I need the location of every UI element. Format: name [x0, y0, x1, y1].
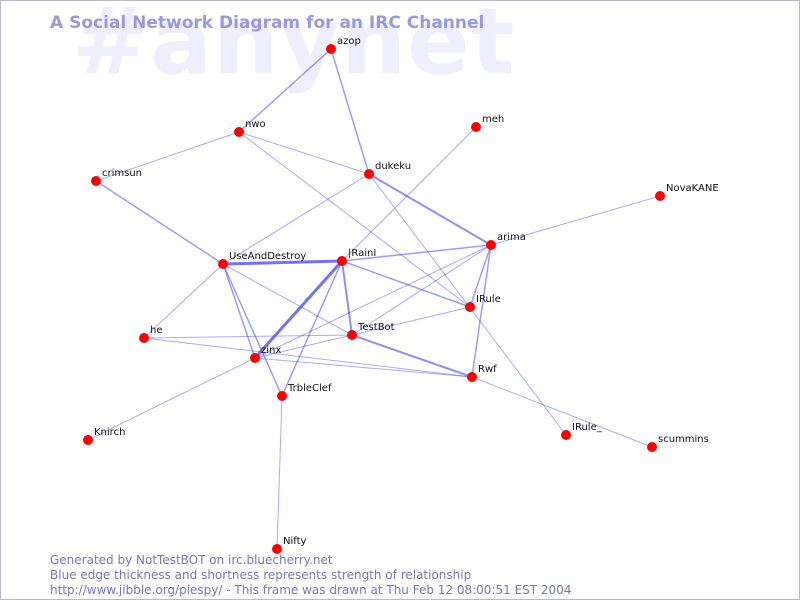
node-label: IRule_ [572, 422, 603, 433]
node-label: UseAndDestroy [229, 251, 306, 262]
footer-source-link[interactable]: http://www.jibble.org/piespy/ - This fra… [50, 583, 572, 597]
node-label: Nifty [283, 536, 307, 547]
node-marker[interactable] [647, 442, 657, 452]
edge-IRainI-zinx [253, 259, 344, 360]
node-NovaKANE[interactable]: NovaKANE [655, 183, 719, 201]
edge-UseAndDestroy-zinx [222, 263, 256, 359]
footer-legend-note: Blue edge thickness and shortness repres… [50, 568, 472, 582]
node-label: nwo [245, 119, 266, 130]
edge-layer [87, 48, 661, 550]
edge-he-Rwf [143, 337, 473, 378]
edge-arima-Rwf [471, 244, 492, 378]
node-marker[interactable] [467, 372, 477, 382]
node-marker[interactable] [139, 333, 149, 343]
edge-dukeku-arima [368, 173, 492, 246]
edge-arima-IRainI [341, 244, 492, 262]
edge-nwo-dukeku [238, 131, 370, 175]
edge-UseAndDestroy-IRainI [221, 259, 344, 266]
node-IRule_[interactable]: IRule_ [561, 422, 603, 440]
node-Nifty[interactable]: Nifty [272, 536, 307, 554]
node-TestBot[interactable]: TestBot [347, 322, 395, 340]
node-marker[interactable] [272, 544, 282, 554]
node-label: Knirch [94, 427, 125, 438]
node-marker[interactable] [471, 122, 481, 132]
node-TrbleClef[interactable]: TrbleClef [277, 383, 332, 401]
node-marker[interactable] [326, 44, 336, 54]
edge-Rwf-scummins [471, 376, 653, 448]
edge-nwo-IRule [238, 131, 471, 308]
channel-watermark: #anynet [72, 0, 516, 95]
node-label: scummins [658, 434, 709, 445]
node-label: TrbleClef [287, 383, 332, 394]
node-marker[interactable] [83, 435, 93, 445]
node-label: dukeku [375, 161, 411, 172]
node-label: crimsun [102, 168, 142, 179]
node-IRainI[interactable]: |RainI [337, 248, 376, 266]
node-label: NovaKANE [666, 183, 719, 194]
edge-UseAndDestroy-he [143, 263, 224, 339]
node-marker[interactable] [91, 176, 101, 186]
edge-azop-nwo [238, 48, 332, 133]
node-crimsun[interactable]: crimsun [91, 168, 142, 186]
node-marker[interactable] [347, 330, 357, 340]
node-label: azop [337, 36, 361, 47]
node-marker[interactable] [465, 302, 475, 312]
node-scummins[interactable]: scummins [647, 434, 709, 452]
node-Rwf[interactable]: Rwf [467, 364, 497, 382]
edge-arima-zinx [254, 244, 492, 359]
edge-crimsun-UseAndDestroy [95, 180, 224, 265]
edge-UseAndDestroy-TestBot [222, 263, 353, 336]
node-Knirch[interactable]: Knirch [83, 427, 125, 445]
node-azop[interactable]: azop [326, 36, 361, 54]
node-label: zinx [261, 345, 281, 356]
node-marker[interactable] [234, 127, 244, 137]
node-label: Rwf [478, 364, 497, 375]
edge-zinx-Knirch [87, 357, 256, 441]
edge-arima-IRule [469, 244, 492, 308]
footer: Generated by NotTestBOT on irc.bluecherr… [50, 553, 571, 598]
edge-NovaKANE-arima [490, 195, 661, 246]
node-marker[interactable] [277, 391, 287, 401]
node-marker[interactable] [218, 259, 228, 269]
edge-UseAndDestroy-TrbleClef [222, 263, 283, 397]
node-UseAndDestroy[interactable]: UseAndDestroy [218, 251, 306, 269]
node-marker[interactable] [337, 256, 347, 266]
node-meh[interactable]: meh [471, 114, 504, 132]
node-label: meh [482, 114, 504, 125]
edge-nwo-crimsun [95, 131, 240, 182]
node-marker[interactable] [364, 169, 374, 179]
node-marker[interactable] [486, 240, 496, 250]
node-label: |RainI [348, 248, 376, 259]
diagram-title: A Social Network Diagram for an IRC Chan… [50, 13, 485, 33]
node-label: TestBot [357, 322, 395, 333]
node-label: arima [497, 232, 526, 243]
node-label: IRule [476, 294, 501, 305]
node-marker[interactable] [561, 430, 571, 440]
edge-TestBot-he [143, 334, 353, 339]
edge-TestBot-IRule [351, 306, 471, 336]
node-marker[interactable] [655, 191, 665, 201]
node-nwo[interactable]: nwo [234, 119, 266, 137]
node-marker[interactable] [250, 353, 260, 363]
edge-IRainI-TrbleClef [281, 260, 343, 397]
edge-dukeku-UseAndDestroy [222, 173, 370, 265]
node-IRule[interactable]: IRule [465, 294, 501, 312]
edge-TestBot-Rwf [351, 334, 473, 378]
node-he[interactable]: he [139, 325, 163, 343]
edge-TestBot-zinx [254, 334, 353, 359]
node-arima[interactable]: arima [486, 232, 526, 250]
edge-IRainI-TestBot [341, 260, 353, 336]
node-zinx[interactable]: zinx [250, 345, 281, 363]
edge-IRainI-IRule [341, 260, 471, 308]
edge-azop-dukeku [330, 48, 370, 175]
edge-zinx-Rwf [254, 357, 473, 378]
edge-meh-IRainI [341, 126, 477, 262]
node-dukeku[interactable]: dukeku [364, 161, 411, 179]
edge-TrbleClef-Nifty [276, 395, 283, 550]
node-label: he [150, 325, 163, 336]
footer-generated-by: Generated by NotTestBOT on irc.bluecherr… [50, 553, 333, 567]
